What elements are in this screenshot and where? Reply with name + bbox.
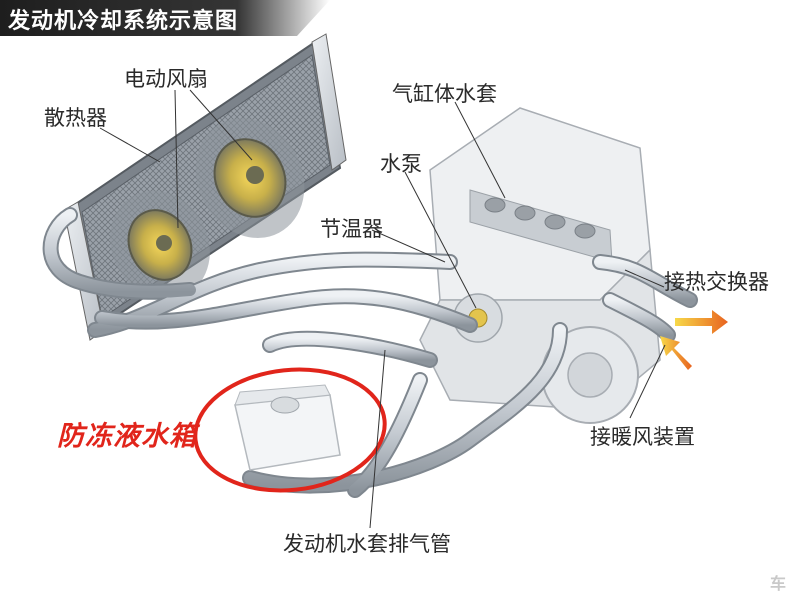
highlight-ring: [193, 367, 387, 493]
label-to-heater: 接暖风装置: [590, 425, 695, 449]
engine-block: [419, 107, 661, 424]
label-water-pump: 水泵: [380, 152, 422, 176]
antifreeze-tank: [234, 384, 341, 471]
label-to-heat-exchanger: 接热交换器: [664, 270, 769, 294]
label-cylinder-water-jacket: 气缸体水套: [392, 82, 497, 106]
diagram-title: 发动机冷却系统示意图: [8, 9, 239, 34]
watermark: 车: [769, 574, 786, 593]
label-water-jacket-vent-pipe: 发动机水套排气管: [283, 532, 451, 556]
leader-lines: [99, 89, 666, 529]
label-radiator: 散热器: [44, 106, 107, 130]
title-bar: 发动机冷却系统示意图: [0, 0, 330, 36]
coolant-flow-arrows: [660, 310, 728, 370]
electric-fans: [110, 118, 305, 300]
label-electric-fan: 电动风扇: [124, 67, 208, 91]
label-antifreeze-tank: 防冻液水箱: [57, 421, 197, 452]
label-thermostat: 节温器: [320, 217, 383, 241]
